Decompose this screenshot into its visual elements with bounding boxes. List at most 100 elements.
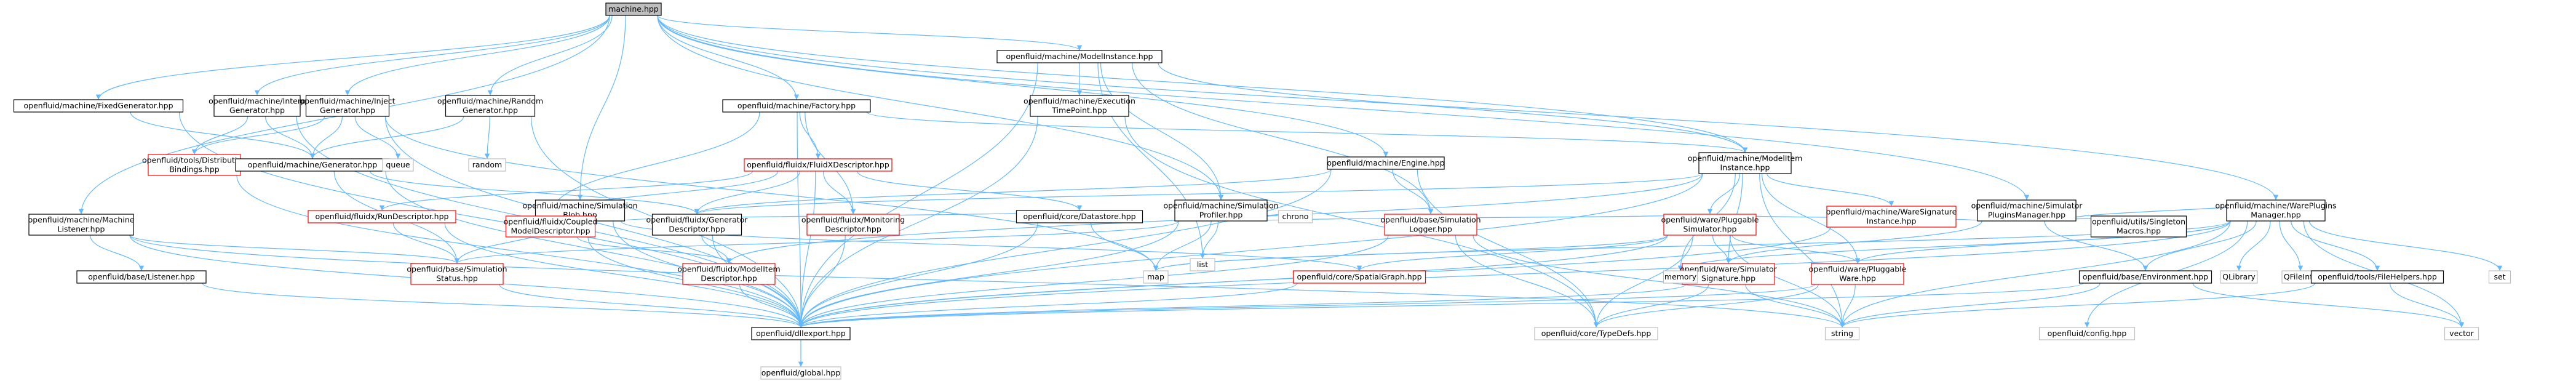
edge-fluidxdesc-to-monitoringdesc	[822, 170, 856, 215]
edge-simprofiler-to-map	[1153, 220, 1212, 271]
node-box	[996, 50, 1163, 63]
edge-generatordesc-to-modelitemdesc	[701, 235, 732, 264]
node-coupledmodel[interactable]: openfluid/fluidx/CoupledModelDescriptor.…	[504, 215, 598, 238]
node-modelinstance[interactable]: openfluid/machine/ModelInstance.hpp	[996, 50, 1163, 63]
node-label: vector	[2449, 329, 2475, 338]
node-engine[interactable]: openfluid/machine/Engine.hpp	[1327, 156, 1445, 170]
edge-pluggableware-to-typedefs	[1593, 284, 1819, 328]
node-label: PluginsManager.hpp	[1988, 211, 2065, 220]
edge-fluidxdesc-to-datastore	[857, 170, 1083, 211]
node-datastore[interactable]: openfluid/core/Datastore.hpp	[1016, 210, 1143, 223]
edge-modeliteminst-to-pluggablesim	[1707, 173, 1741, 215]
node-waresiginst[interactable]: openfluid/machine/WareSignatureInstance.…	[1826, 206, 1957, 228]
edge-simsignature-to-typedefs	[1593, 284, 1709, 328]
node-label: openfluid/core/Datastore.hpp	[1023, 212, 1135, 221]
node-label: TimePoint.hpp	[1051, 106, 1107, 115]
edge-engine-to-typedefs	[1417, 169, 1599, 328]
node-set[interactable]: set	[2488, 270, 2511, 284]
node-queue[interactable]: queue	[382, 158, 414, 172]
node-typedefs[interactable]: openfluid/core/TypeDefs.hpp	[1534, 327, 1658, 340]
node-config[interactable]: openfluid/config.hpp	[2038, 327, 2136, 340]
node-global[interactable]: openfluid/global.hpp	[760, 366, 841, 380]
edge-simprofiler-to-dllexport	[798, 220, 1179, 328]
node-monitoringdesc[interactable]: openfluid/fluidx/MonitoringDescriptor.hp…	[801, 214, 905, 236]
node-label: Signature.hpp	[1701, 274, 1755, 283]
edge-interpgen-to-generator	[264, 116, 316, 159]
edge-randomgen-to-generator	[309, 116, 464, 159]
node-box	[682, 263, 776, 285]
node-label: openfluid/dllexport.hpp	[756, 329, 846, 338]
node-generator[interactable]: openfluid/machine/Generator.hpp	[235, 158, 390, 172]
node-box	[1327, 156, 1445, 170]
node-box	[744, 158, 892, 172]
edge-distbindings-to-dllexport	[236, 175, 804, 328]
edge-wareplugmgr-to-qlibrary	[2236, 220, 2271, 271]
node-simpluginsmgr[interactable]: openfluid/machine/SimulatorPluginsManage…	[1971, 199, 2083, 222]
node-label: chrono	[1282, 212, 1309, 221]
node-environment[interactable]: openfluid/base/Environment.hpp	[2078, 270, 2212, 284]
node-list[interactable]: list	[1190, 258, 1215, 271]
node-map[interactable]: map	[1143, 270, 1169, 284]
node-rundesc[interactable]: openfluid/fluidx/RunDescriptor.hpp	[308, 210, 456, 223]
node-label: Simulator.hpp	[1684, 225, 1737, 234]
node-listener[interactable]: openfluid/base/Listener.hpp	[76, 270, 207, 284]
node-memory[interactable]: memory	[1663, 270, 1698, 284]
node-root[interactable]: machine.hpp	[605, 2, 662, 16]
node-label: openfluid/fluidx/Generator	[646, 215, 749, 225]
node-vector[interactable]: vector	[2444, 327, 2479, 340]
node-spatialgraph[interactable]: openfluid/core/SpatialGraph.hpp	[1292, 270, 1426, 284]
edge-simlogger-to-string	[1473, 235, 1845, 328]
edge-layer	[78, 15, 2503, 367]
edge-fluidxdesc-to-generatordesc	[694, 170, 801, 215]
node-string[interactable]: string	[1824, 327, 1860, 340]
edge-engine-to-simlogger	[1392, 169, 1434, 215]
node-fixedgen[interactable]: openfluid/machine/FixedGenerator.hpp	[13, 99, 184, 113]
node-qlibrary[interactable]: QLibrary	[2220, 270, 2258, 284]
node-layer: machine.hpp openfluid/machine/FixedGenera…	[13, 2, 2511, 380]
node-label: memory	[1664, 272, 1697, 281]
node-chrono[interactable]: chrono	[1278, 210, 1313, 223]
node-fluidxdesc[interactable]: openfluid/fluidx/FluidXDescriptor.hpp	[744, 158, 892, 172]
edge-wareplugmgr-to-environment	[2142, 220, 2257, 271]
node-box	[605, 2, 662, 16]
node-label: openfluid/ware/Simulator	[1680, 265, 1777, 274]
node-dllexport[interactable]: openfluid/dllexport.hpp	[751, 327, 851, 340]
node-qfileinfo[interactable]: QFileInfo	[2281, 270, 2320, 284]
edge-modeliteminst-to-generatordesc	[694, 173, 1703, 215]
edge-fluidxdesc-to-rundesc	[379, 170, 753, 211]
edge-machlistener-to-simstatus	[129, 235, 460, 264]
node-label: set	[2494, 272, 2505, 281]
edge-simlogger-to-dllexport	[798, 235, 1389, 328]
edge-pluggableware-to-string	[1839, 284, 1856, 328]
node-label: openfluid/base/Simulation	[1380, 215, 1481, 225]
edge-modeliteminst-to-dllexport	[798, 173, 1703, 328]
node-factory[interactable]: openfluid/machine/Factory.hpp	[722, 99, 871, 113]
edge-rundesc-to-simstatus	[392, 222, 460, 264]
node-box	[2488, 270, 2511, 284]
node-label: openfluid/machine/Machine	[28, 215, 135, 225]
node-filehelpers[interactable]: openfluid/tools/FileHelpers.hpp	[2310, 270, 2444, 284]
edge-modelinstance-to-simlogger	[1132, 62, 1434, 215]
edge-root-to-engine	[657, 15, 1389, 158]
node-random[interactable]: random	[468, 158, 506, 172]
edge-modeliteminst-to-waresiginst	[1767, 173, 1894, 207]
edge-wareplugmgr-to-pluggableware	[1854, 220, 2231, 264]
edge-environment-to-vector	[2192, 283, 2465, 328]
node-box	[1663, 270, 1698, 284]
